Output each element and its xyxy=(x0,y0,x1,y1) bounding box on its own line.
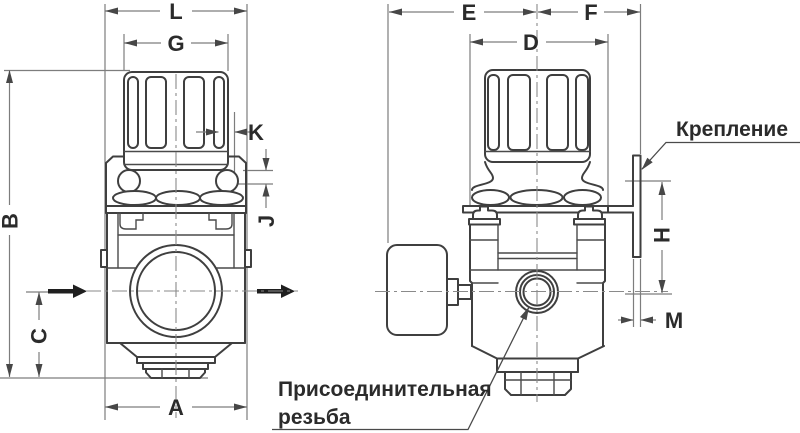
dimension-label-b: B xyxy=(0,213,23,229)
mounting-label: Крепление xyxy=(676,118,788,141)
dimension-label-c: C xyxy=(27,328,52,344)
side-view: E F D H xyxy=(272,0,800,431)
dimension-label-l: L xyxy=(169,0,182,24)
dimension-label-g: G xyxy=(167,31,184,56)
mounting-bracket xyxy=(607,154,642,258)
connection-thread-label-line2: резьба xyxy=(278,406,351,429)
side-view-dimensions: E F D H xyxy=(389,0,683,333)
dimension-label-k: K xyxy=(248,120,264,145)
dimension-label-m: M xyxy=(665,308,683,333)
bonnet xyxy=(105,155,247,207)
dimension-C: C xyxy=(27,292,52,377)
dimension-label-h: H xyxy=(650,227,675,243)
callout-connection-thread: Присоединительная резьба xyxy=(272,306,530,431)
drain-fitting-side xyxy=(471,345,605,396)
dimension-label-f: F xyxy=(584,0,597,25)
side-view-extension-lines xyxy=(387,4,672,327)
callout-mounting: Крепление xyxy=(641,118,800,170)
dimension-L: L xyxy=(105,0,247,24)
front-view-centerlines xyxy=(86,74,298,418)
cover-screws xyxy=(468,205,606,226)
dimension-G: G xyxy=(124,31,228,56)
side-view-centerlines xyxy=(375,4,668,402)
inlet-arrow-icon xyxy=(48,284,87,298)
dimension-label-a: A xyxy=(168,395,184,420)
dimension-F: F xyxy=(538,0,640,25)
dimension-H: H xyxy=(650,182,675,293)
connection-thread-label-line1: Присоединительная xyxy=(278,378,492,401)
dimension-label-e: E xyxy=(462,0,477,25)
dimension-label-j: J xyxy=(254,215,279,227)
dimension-K: K xyxy=(196,120,264,145)
front-view: L G A B xyxy=(0,0,298,420)
dimension-M: M xyxy=(618,308,683,333)
dimension-J: J xyxy=(254,149,279,227)
dimension-B: B xyxy=(0,70,23,377)
dimension-label-d: D xyxy=(523,30,539,55)
dimension-E: E xyxy=(389,0,536,25)
pressure-gauge xyxy=(386,244,472,336)
front-view-dimensions: L G A B xyxy=(0,0,279,420)
dimension-D: D xyxy=(470,30,608,55)
dimension-A: A xyxy=(105,395,247,420)
